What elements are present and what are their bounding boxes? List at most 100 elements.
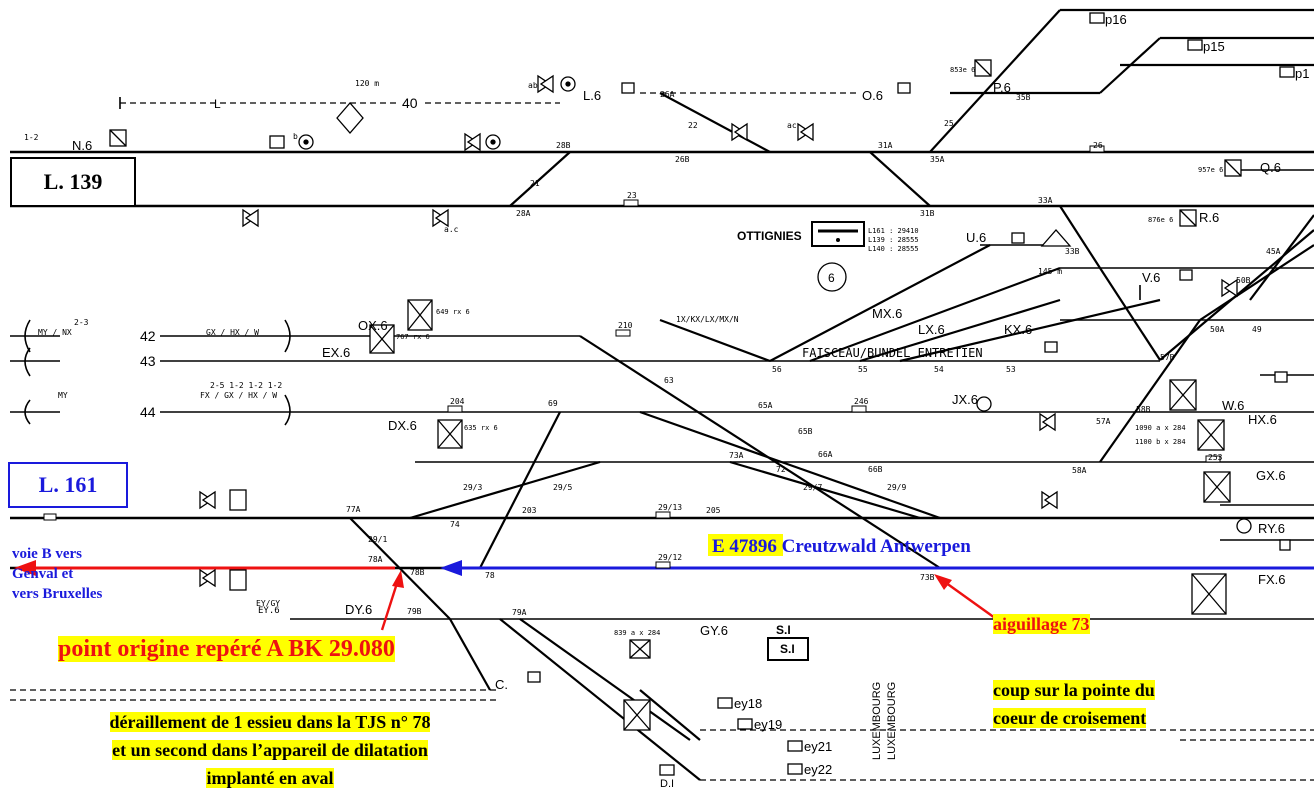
- platform-label: ey21: [804, 739, 832, 754]
- switch-number: 69: [548, 399, 558, 408]
- small-label: GX / HX / W: [206, 328, 259, 337]
- platform-label: p15: [1203, 39, 1225, 54]
- track-43-label: 43: [140, 353, 156, 369]
- track-44-label: 44: [140, 404, 156, 420]
- coup-line: coeur de croisement: [993, 708, 1147, 728]
- deraillement-line: et un second dans l’appareil de dilatati…: [112, 740, 428, 760]
- small-label: MY: [58, 391, 68, 400]
- line-161-box: L. 161: [8, 462, 128, 508]
- signal-label: DX.6: [388, 418, 417, 433]
- small-label: FX / GX / HX / W: [200, 391, 277, 400]
- origin-text: point origine repéré A BK 29.080: [58, 636, 395, 662]
- switch-number: 56: [772, 365, 782, 374]
- small-label: MY / NX: [38, 328, 72, 337]
- small-label: 1X/KX/LX/MX/N: [676, 315, 739, 324]
- switch-number: 28B: [556, 141, 571, 150]
- switch-number: 45A: [1266, 247, 1281, 256]
- train-label: E 47896 Creutzwald Antwerpen: [712, 536, 971, 557]
- aiguillage-text: aiguillage 73: [993, 614, 1090, 634]
- switch-number-labels: 26A 26B 28A 28B 31A 31B 33A 33B 35A 35B …: [346, 90, 1281, 617]
- small-label: 1100 b x 284: [1135, 438, 1186, 446]
- switch-number: 33B: [1065, 247, 1080, 256]
- small-label: 635 rx 6: [464, 424, 498, 432]
- aiguillage-note: aiguillage 73: [993, 614, 1090, 635]
- signal-label: MX.6: [872, 306, 902, 321]
- small-label: 145 m: [1038, 267, 1062, 276]
- switch-number: 25: [944, 119, 954, 128]
- voie-b-line: Genval et: [12, 566, 74, 582]
- track-number-labels: 40 42 43 44: [140, 95, 418, 420]
- coup-note: coup sur la pointe du coeur de croisemen…: [993, 676, 1155, 732]
- dashed-tracks: [10, 92, 1314, 781]
- station-km: L140 : 28555: [868, 245, 919, 253]
- signal-label: DY.6: [345, 602, 372, 617]
- switch-number: 49: [1252, 325, 1262, 334]
- switch-number: 210: [618, 321, 633, 330]
- platform-label: ey19: [754, 717, 782, 732]
- switch-number: 50A: [1210, 325, 1225, 334]
- station-legend: OTTIGNIES L161 : 29410 L139 : 28555 L140…: [737, 227, 983, 360]
- switch-number: 29/12: [658, 553, 682, 562]
- switch-number: 74: [450, 520, 460, 529]
- switch-number: 79A: [512, 608, 527, 617]
- platform-label: p1: [1295, 66, 1309, 81]
- switch-number: 65B: [798, 427, 813, 436]
- voie-b-line: voie B vers: [12, 546, 82, 562]
- joint-ticks: [43, 145, 1221, 569]
- switch-number: 50B: [1236, 276, 1251, 285]
- small-label: b: [293, 132, 298, 141]
- signal-label: KX.6: [1004, 322, 1032, 337]
- switch-number: 26B: [675, 155, 690, 164]
- switch-number: 72: [776, 465, 786, 474]
- small-label: ab: [528, 81, 538, 90]
- coup-line: coup sur la pointe du: [993, 680, 1155, 700]
- small-label: LUXEMBOURG: [871, 682, 883, 760]
- switch-number: 73B: [920, 573, 935, 582]
- platform-label: ey18: [734, 696, 762, 711]
- diagonal-tracks: [349, 8, 1314, 781]
- voie-b-line: vers Bruxelles: [12, 586, 103, 602]
- switch-number: 58B: [1136, 405, 1151, 414]
- small-label: 853e 6: [950, 66, 975, 74]
- switch-number: 33A: [1038, 196, 1053, 205]
- switch-number: 63: [664, 376, 674, 385]
- switch-number: 23: [627, 191, 637, 200]
- platform-label: S.I: [776, 623, 791, 637]
- signal-label: U.6: [966, 230, 986, 245]
- small-label: 2-3: [74, 318, 89, 327]
- signal-label: Q.6: [1260, 160, 1281, 175]
- small-labels: 120 m 145 m ab ac a.c b L 2-3 1-2 MY / N…: [24, 66, 1223, 760]
- small-label: 876e 6: [1148, 216, 1173, 224]
- signal-boxes: [269, 12, 1295, 776]
- small-label: ac: [787, 121, 797, 130]
- signal-label: W.6: [1222, 398, 1244, 413]
- platform-label: D.I: [660, 778, 674, 790]
- switch-number: 35B: [1016, 93, 1031, 102]
- switch-number: 66A: [818, 450, 833, 459]
- switch-number: 31A: [878, 141, 893, 150]
- switch-number: 29/13: [658, 503, 682, 512]
- switch-number: 78A: [368, 555, 383, 564]
- switch-number: 79B: [407, 607, 422, 616]
- switch-number: 26A: [660, 90, 675, 99]
- small-label: 1090 a x 284: [1135, 424, 1186, 432]
- signal-label: HX.6: [1248, 412, 1277, 427]
- switch-number: 78: [485, 571, 495, 580]
- station-km: L139 : 28555: [868, 236, 919, 244]
- track-40-label: 40: [402, 95, 418, 111]
- switch-number: 246: [854, 397, 869, 406]
- deraillement-note: déraillement de 1 essieu dans la TJS n° …: [30, 708, 510, 792]
- switch-number: 21: [530, 179, 540, 188]
- switch-number: 35A: [930, 155, 945, 164]
- signal-label: V.6: [1142, 270, 1160, 285]
- signal-label: OX.6: [358, 318, 388, 333]
- switch-number: 73A: [729, 451, 744, 460]
- signal-label: FX.6: [1258, 572, 1285, 587]
- signal-label: L.6: [583, 88, 601, 103]
- train-route-red: [14, 560, 395, 576]
- signal-label: EY.6: [258, 606, 280, 616]
- platform-label: p16: [1105, 12, 1127, 27]
- signal-label: O.6: [862, 88, 883, 103]
- line-161-label: L. 161: [38, 472, 98, 497]
- buffer-stops: [24, 97, 1141, 426]
